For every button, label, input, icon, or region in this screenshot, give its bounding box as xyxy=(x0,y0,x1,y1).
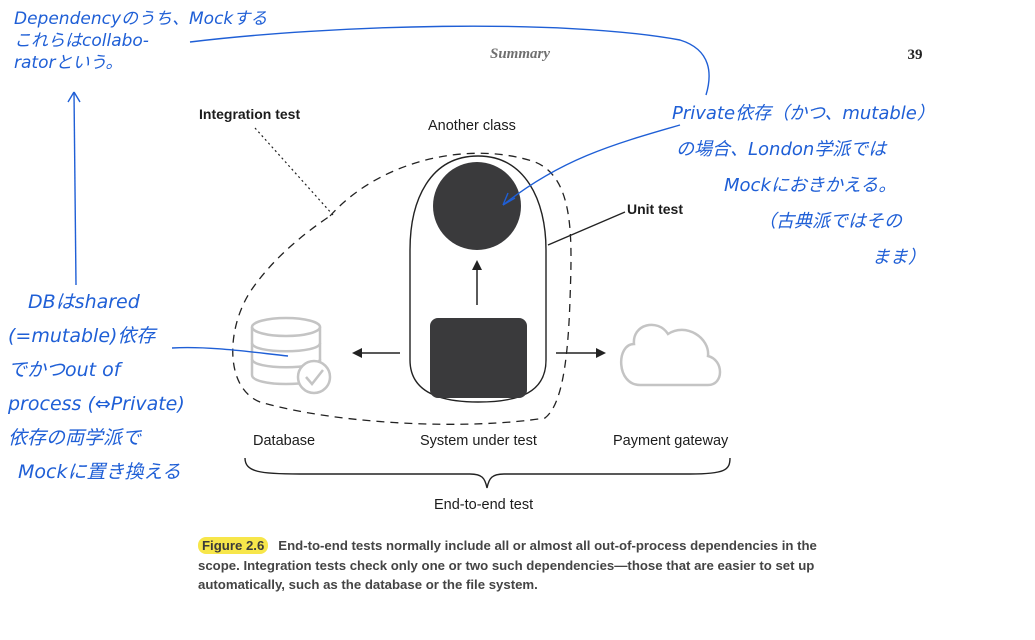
annotation-left-line: DBはshared xyxy=(28,291,140,313)
unit-test-label: Unit test xyxy=(627,201,683,217)
annotation-top-left-line: ratorという。 xyxy=(14,53,123,73)
ink-left-vertical xyxy=(73,91,77,286)
integration-test-leader xyxy=(254,127,334,216)
check-icon xyxy=(296,359,332,395)
ink-arrow-to-circle xyxy=(502,124,681,206)
another-class-label: Another class xyxy=(428,118,516,134)
system-under-test-label: System under test xyxy=(420,433,537,449)
annotation-right: Private依存（かつ、mutable） の場合、London学派では Moc… xyxy=(672,96,935,276)
arrow-left-head xyxy=(352,348,362,358)
annotation-left-line: Mockに置き換える xyxy=(18,461,181,483)
system-under-test-node xyxy=(430,318,527,398)
annotation-top-left-line: Dependencyのうち、Mockする xyxy=(14,9,268,29)
end-to-end-boundary xyxy=(232,152,572,425)
unit-test-boundary xyxy=(409,155,547,403)
ink-arrow-to-circle-head xyxy=(502,192,516,206)
annotation-left-line: 依存の両学派で xyxy=(8,427,142,449)
annotation-left-line: process (⇔Private) xyxy=(8,393,185,415)
annotation-right-line: まま） xyxy=(872,247,926,268)
arrow-right-head xyxy=(596,348,606,358)
annotation-top-left-line: これらはcollabo- xyxy=(14,31,149,51)
end-to-end-brace xyxy=(244,457,731,489)
annotation-left: DBはshared (=mutable)依存 でかつout of process… xyxy=(8,285,185,489)
ink-top-curve xyxy=(189,25,710,96)
page-number: 39 xyxy=(907,47,923,63)
annotation-right-line: Mockにおきかえる。 xyxy=(724,175,897,196)
annotation-top-left: Dependencyのうち、Mockする これらはcollabo- ratorと… xyxy=(14,8,267,74)
running-head: Summary xyxy=(489,46,550,62)
annotation-right-line: の場合、London学派では xyxy=(676,139,887,160)
ink-left-vertical-head xyxy=(67,91,81,103)
arrow-up-head xyxy=(472,260,482,270)
annotation-left-line: でかつout of xyxy=(8,359,121,381)
annotation-right-line: Private依存（かつ、mutable） xyxy=(672,103,935,124)
end-to-end-test-label: End-to-end test xyxy=(434,497,534,513)
cloud-icon xyxy=(620,323,722,387)
caption-text: End-to-end tests normally include all or… xyxy=(198,538,817,592)
figure-label: Figure 2.6 xyxy=(198,537,269,554)
ink-db-underline xyxy=(171,346,289,357)
payment-gateway-label: Payment gateway xyxy=(613,433,729,449)
integration-test-label: Integration test xyxy=(199,106,301,122)
database-label: Database xyxy=(253,433,316,449)
another-class-node xyxy=(433,162,521,250)
annotation-right-line: （古典派ではその xyxy=(758,211,902,232)
ink-strokes xyxy=(67,25,710,357)
unit-test-leader xyxy=(547,211,626,246)
annotation-left-line: (=mutable)依存 xyxy=(8,325,156,347)
